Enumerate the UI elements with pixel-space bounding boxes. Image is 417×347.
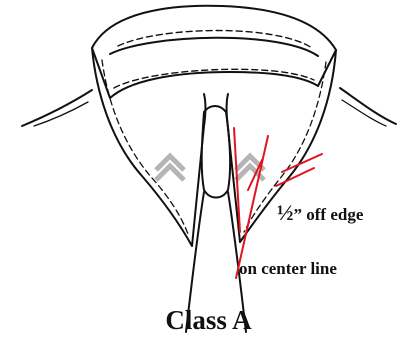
collar-band-outline <box>92 6 336 98</box>
left-collar-point <box>92 48 206 246</box>
diagram-caption: Class A <box>0 305 417 336</box>
left-collar-stitch <box>102 60 188 234</box>
edge-offset-mark-1 <box>282 154 322 172</box>
tie-knot <box>202 106 230 198</box>
left-shoulder-seam <box>34 102 88 126</box>
chevron-insignia-group <box>156 156 264 180</box>
collar-inner-line <box>110 38 318 56</box>
half-inch-off-edge-label: ½” off edge <box>277 200 363 226</box>
off-edge-text: ” off edge <box>294 205 364 224</box>
left-shoulder-line <box>22 90 92 126</box>
left-chevron-icon <box>156 156 184 180</box>
center-line-label: on center line <box>239 259 337 279</box>
right-shoulder-line <box>340 88 396 124</box>
half-inch-value: ½ <box>277 200 294 225</box>
band-stitching-top <box>118 31 312 49</box>
